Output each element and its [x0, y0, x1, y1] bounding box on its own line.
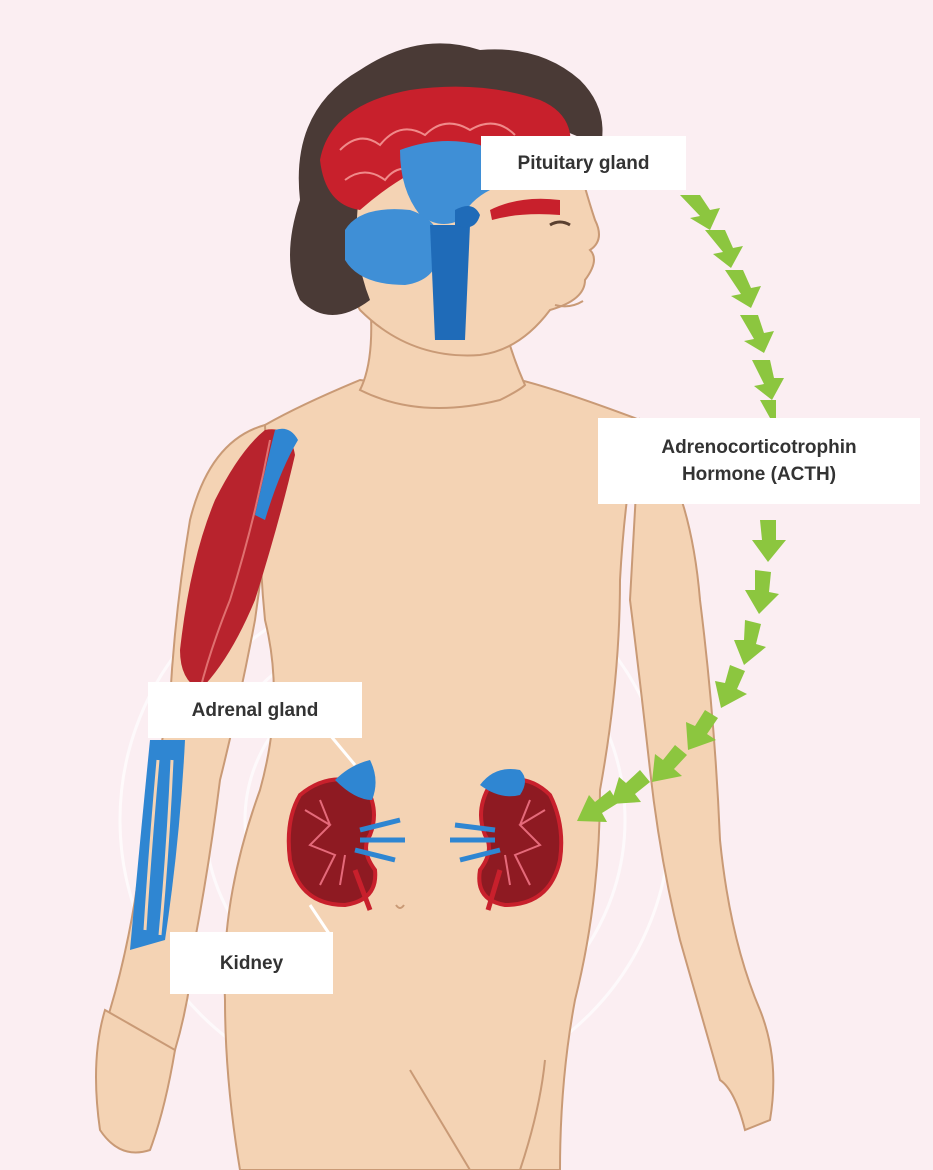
- brain-stem: [430, 225, 470, 340]
- acth-arrow-10: [715, 665, 747, 708]
- kidney-label: Kidney: [170, 932, 333, 994]
- right-arm: [630, 420, 773, 1130]
- acth-arrow-3: [725, 270, 761, 308]
- kidney-text: Kidney: [220, 950, 283, 977]
- acth-arrow-5: [752, 360, 784, 400]
- acth-arrow-7: [752, 520, 786, 562]
- adrenal-gland-label: Adrenal gland: [148, 682, 362, 738]
- torso: [224, 380, 640, 1170]
- acth-hormone-label: Adrenocorticotrophin Hormone (ACTH): [598, 418, 920, 504]
- brain-cerebellum: [345, 209, 440, 285]
- acth-arrow-9: [734, 620, 766, 665]
- pituitary-gland-text: Pituitary gland: [518, 150, 650, 177]
- acth-arrow-2: [705, 230, 743, 268]
- acth-label-line2: Hormone (ACTH): [682, 461, 836, 488]
- acth-arrow-8: [745, 570, 779, 614]
- acth-label-line1: Adrenocorticotrophin: [661, 434, 856, 461]
- acth-arrow-4: [740, 315, 774, 353]
- acth-arrow-13: [611, 770, 650, 804]
- adrenal-gland-text: Adrenal gland: [192, 697, 319, 724]
- head: [290, 43, 603, 355]
- pituitary-gland-label: Pituitary gland: [481, 136, 686, 190]
- acth-arrow-1: [680, 195, 720, 230]
